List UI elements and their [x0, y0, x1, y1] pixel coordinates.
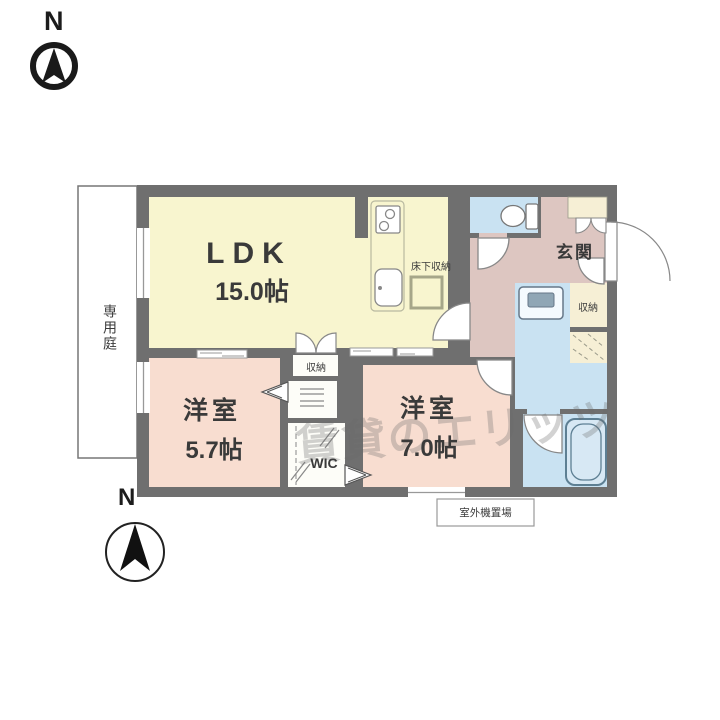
bathroom-door-arc — [523, 414, 563, 454]
toilet-door-arc — [477, 237, 510, 270]
washing-machine-icon — [518, 286, 564, 320]
sliding-door-bedroom-left — [196, 349, 248, 359]
shoe-closet-door-right — [590, 217, 607, 234]
private-garden-area — [77, 185, 138, 459]
storage-right-door-arc — [577, 257, 605, 285]
wic-label: WIC — [310, 455, 338, 471]
stove-icon — [375, 205, 401, 234]
entrance-door-arc — [610, 221, 671, 282]
storage-center-door-right — [315, 332, 337, 354]
bedroom-left-closet — [288, 381, 337, 418]
compass-bottom-icon — [105, 522, 165, 582]
toilet-entrance-divider — [538, 197, 541, 233]
sliding-door-bedroom-right-1 — [349, 347, 394, 357]
storage-center-label: 収納 — [306, 363, 326, 374]
bedroom-right-room — [363, 365, 510, 487]
ldk-label: LDK — [206, 237, 292, 270]
wic-arrow-right — [344, 464, 373, 486]
entrance-label: 玄関 — [556, 243, 594, 262]
toilet-icon — [500, 203, 539, 230]
storage-center-room — [293, 355, 338, 376]
ldk-door-arc — [432, 302, 471, 341]
compass-bottom-n-label: N — [118, 484, 136, 511]
sliding-door-bedroom-right-2 — [396, 347, 434, 357]
private-garden-label: 専用庭 — [102, 304, 118, 352]
bedroom-left-label: 洋室 — [182, 397, 241, 425]
kitchen-wall-stub — [355, 197, 368, 238]
underfloor-storage-label: 床下収納 — [411, 262, 451, 273]
storage-divider-wall — [570, 327, 607, 332]
bedroom-right-door-arc — [476, 359, 513, 396]
window-bottom — [408, 487, 465, 498]
shoe-closet — [567, 196, 608, 219]
ldk-size-label: 15.0帖 — [215, 278, 289, 306]
compass-top-n-label: N — [44, 6, 64, 36]
compass-top-icon — [30, 42, 78, 90]
closet-arrow-left — [260, 381, 289, 403]
bedroom-left-size-label: 5.7帖 — [185, 437, 243, 464]
kitchen-counter — [370, 200, 405, 312]
bathtub-icon — [565, 418, 607, 486]
washroom-lower — [572, 363, 607, 413]
window-left-lower — [137, 362, 150, 413]
window-left-upper — [137, 228, 150, 298]
underfloor-storage-hatch — [409, 275, 444, 310]
storage-right-room — [570, 283, 607, 327]
outdoor-unit-box — [436, 498, 535, 527]
bedroom-left-room — [149, 358, 280, 487]
outdoor-unit-label: 室外機置場 — [459, 507, 512, 519]
sink-icon — [374, 268, 403, 307]
bedroom-right-size-label: 7.0帖 — [400, 435, 458, 462]
storage-right-label: 収納 — [578, 303, 598, 314]
bedroom-right-label: 洋室 — [399, 395, 458, 423]
